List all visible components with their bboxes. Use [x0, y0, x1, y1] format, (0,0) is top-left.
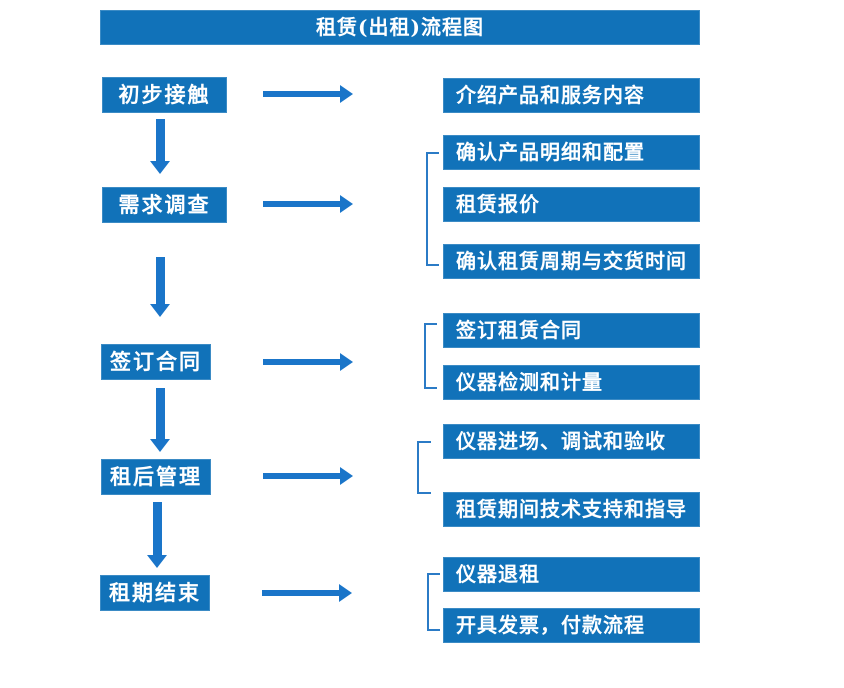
down-arrow-icon [150, 388, 170, 452]
stage-box-post-rental-management: 租后管理 [101, 459, 211, 495]
output-box: 仪器检测和计量 [443, 365, 700, 400]
right-arrow-icon [263, 467, 353, 485]
group-bracket [417, 441, 431, 494]
stage-box-initial-contact: 初步接触 [102, 77, 227, 113]
right-arrow-icon [262, 584, 352, 602]
right-arrow-icon [263, 195, 353, 213]
group-bracket [426, 152, 439, 266]
output-box: 仪器进场、调试和验收 [443, 424, 700, 459]
output-box: 介绍产品和服务内容 [443, 78, 700, 113]
output-box: 确认租赁周期与交货时间 [443, 244, 700, 279]
output-box: 确认产品明细和配置 [443, 135, 700, 170]
right-arrow-icon [263, 353, 353, 371]
group-bracket [427, 573, 440, 631]
down-arrow-icon [150, 119, 170, 174]
output-box: 开具发票，付款流程 [443, 608, 700, 643]
output-box: 签订租赁合同 [443, 313, 700, 348]
down-arrow-icon [150, 257, 170, 317]
output-box: 租赁期间技术支持和指导 [443, 492, 700, 527]
right-arrow-icon [263, 85, 353, 103]
down-arrow-icon [147, 502, 167, 568]
flowchart-title: 租赁(出租)流程图 [100, 10, 700, 45]
stage-box-sign-contract: 签订合同 [101, 344, 211, 380]
stage-box-demand-survey: 需求调查 [102, 187, 227, 223]
stage-box-rental-end: 租期结束 [100, 575, 210, 611]
group-bracket [424, 323, 437, 389]
output-box: 仪器退租 [443, 557, 700, 592]
output-box: 租赁报价 [443, 187, 700, 222]
